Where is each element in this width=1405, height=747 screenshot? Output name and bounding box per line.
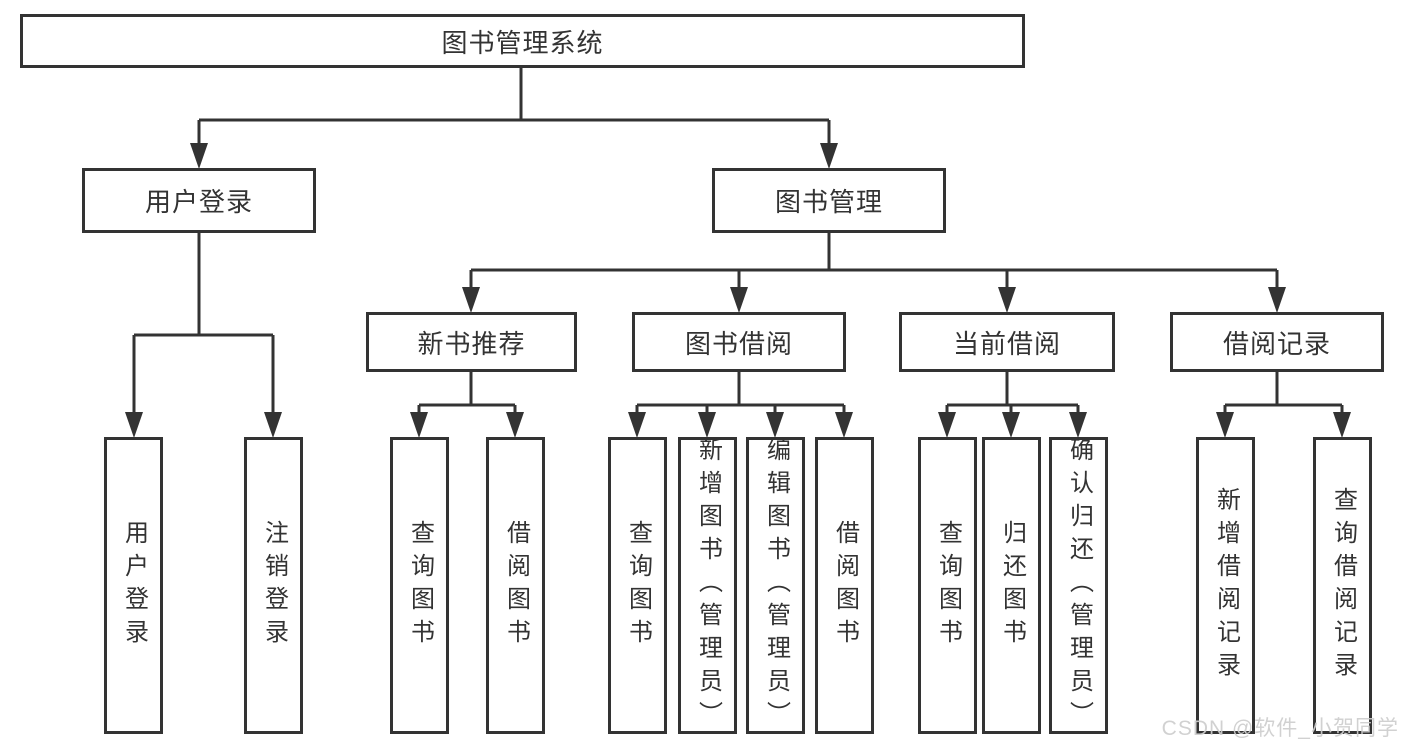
node-user-login: 用户登录 [82,168,316,233]
leaf-label: 借阅图书 [502,519,530,652]
arrowhead [410,412,428,438]
arrowhead [125,412,143,438]
arrowheads [125,143,1351,438]
leaf-label: 注销登录 [260,519,288,652]
arrowhead [1216,412,1234,438]
node-label: 当前借阅 [952,328,1061,359]
leaf-node-return-book: 归还图书 [982,437,1041,734]
node-book-borrow: 图书借阅 [632,312,846,372]
node-label: 用户登录 [144,187,253,217]
leaf-label: 归还图书 [998,519,1026,652]
leaf-node-add-borrow-record: 新增借阅记录 [1196,437,1255,734]
node-book-management: 图书管理 [712,168,946,233]
leaf-node-confirm-return-admin: 确认归还（管理员） [1049,437,1108,734]
leaf-label: 查询图书 [934,519,962,652]
leaf-label: 查询图书 [624,519,652,652]
leaf-node-query-book-1: 查询图书 [390,437,449,734]
csdn-watermark: CSDN @软件_小贺同学 [1161,717,1399,740]
leaf-node-borrow-book-1: 借阅图书 [486,437,545,734]
arrowhead [190,143,208,169]
node-borrow-records: 借阅记录 [1170,312,1384,372]
arrowhead [1002,412,1020,438]
node-label: 借阅记录 [1222,328,1331,359]
node-label: 图书管理系统 [441,27,604,58]
leaf-label: 编辑图书（管理员） [762,437,790,734]
node-label: 图书借阅 [684,328,793,359]
arrowhead [1333,412,1351,438]
arrowhead [264,412,282,438]
node-current-borrow: 当前借阅 [899,312,1115,372]
leaf-node-query-borrow-record: 查询借阅记录 [1313,437,1372,734]
arrowhead [506,412,524,438]
arrowhead [998,287,1016,313]
arrowhead [462,287,480,313]
leaf-node-user-login: 用户登录 [104,437,163,734]
arrowhead [835,412,853,438]
arrowhead [820,143,838,169]
leaf-label: 借阅图书 [831,519,859,652]
leaf-label: 确认归还（管理员） [1065,437,1093,734]
arrowhead [766,412,784,438]
node-new-book-recommend: 新书推荐 [366,312,577,372]
connector-lines [132,68,1344,414]
leaf-node-query-book-3: 查询图书 [918,437,977,734]
leaf-node-edit-book-admin: 编辑图书（管理员） [746,437,805,734]
arrowhead [730,287,748,313]
leaf-label: 查询图书 [406,519,434,652]
leaf-node-logout: 注销登录 [244,437,303,734]
arrowhead [698,412,716,438]
node-label: 新书推荐 [417,328,526,359]
leaf-label: 用户登录 [120,519,148,652]
leaf-node-query-book-2: 查询图书 [608,437,667,734]
leaf-label: 查询借阅记录 [1329,486,1357,685]
arrowhead [1268,287,1286,313]
node-label: 图书管理 [774,187,883,217]
arrowhead [628,412,646,438]
node-library-management-system: 图书管理系统 [20,14,1025,68]
leaf-label: 新增借阅记录 [1212,486,1240,685]
arrowhead [938,412,956,438]
leaf-label: 新增图书（管理员） [694,437,722,734]
arrowhead [1069,412,1087,438]
leaf-node-add-book-admin: 新增图书（管理员） [678,437,737,734]
leaf-node-borrow-book-2: 借阅图书 [815,437,874,734]
